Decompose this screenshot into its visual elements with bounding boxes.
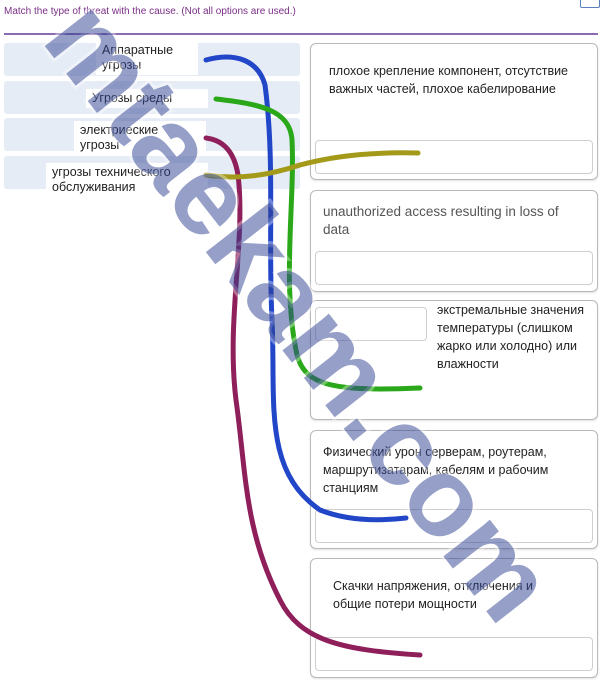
drop-slot-5[interactable]	[315, 637, 593, 671]
document-icon[interactable]	[580, 0, 600, 8]
target-box-4: Физический урон серверам, роутерам, марш…	[310, 430, 598, 549]
target-text-2: unauthorized access resulting in loss of…	[323, 204, 559, 237]
target-box-1: плохое крепление компонент, отсутствие в…	[310, 43, 598, 180]
target-box-5: Скачки напряжения, отключения и общие по…	[310, 558, 598, 678]
target-text-4: Физический урон серверам, роутерам, марш…	[323, 445, 549, 495]
instruction-text: Match the type of threat with the cause.…	[4, 6, 296, 17]
header-divider	[4, 33, 598, 35]
drag-label-environment[interactable]: Угрозы среды	[86, 89, 208, 108]
drag-label-maintenance[interactable]: угрозы технического обслуживания	[46, 163, 208, 197]
drag-label-electrical[interactable]: электриеские угрозы	[74, 121, 206, 155]
drop-slot-2[interactable]	[315, 251, 593, 285]
target-box-3: экстремальные значения температуры (слиш…	[310, 300, 598, 420]
drop-slot-4[interactable]	[315, 509, 593, 543]
target-text-5: Скачки напряжения, отключения и общие по…	[333, 579, 533, 611]
target-box-2: unauthorized access resulting in loss of…	[310, 190, 598, 292]
drag-label-hardware[interactable]: Аппаратные угрозы	[96, 41, 198, 75]
drop-slot-3[interactable]	[315, 307, 427, 341]
drop-slot-1[interactable]	[315, 140, 593, 174]
target-text-3: экстремальные значения температуры (слиш…	[437, 303, 584, 371]
target-text-1: плохое крепление компонент, отсутствие в…	[329, 64, 569, 96]
